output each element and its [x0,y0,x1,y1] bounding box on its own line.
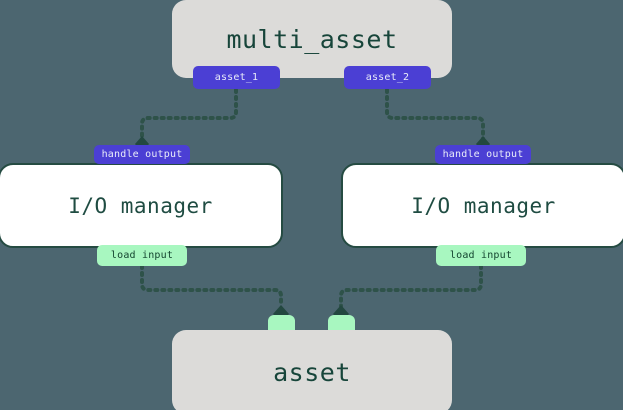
port-asset-2-label: asset_2 [365,72,410,83]
node-asset-label: asset [273,357,351,387]
port-handle-output-left-label: handle output [101,149,183,160]
node-io-manager-right-label: I/O manager [411,193,556,218]
edge-load-input-left-to-asset [140,264,283,308]
node-asset[interactable]: asset [172,330,452,410]
port-handle-output-right[interactable]: handle output [435,145,531,164]
node-io-manager-left[interactable]: I/O manager [0,163,283,248]
port-asset-1[interactable]: asset_1 [193,66,280,89]
edge-asset1-to-handle-output-left [140,88,238,142]
port-load-input-left[interactable]: load input [97,245,187,266]
port-handle-output-left[interactable]: handle output [94,145,190,164]
edge-load-input-right-to-asset [339,264,483,308]
port-load-input-left-label: load input [110,250,174,261]
node-io-manager-left-label: I/O manager [68,193,213,218]
edge-asset2-to-handle-output-right [385,88,485,142]
node-io-manager-right[interactable]: I/O manager [341,163,623,248]
port-load-input-right[interactable]: load input [436,245,526,266]
node-multi-asset[interactable]: multi_asset [172,0,452,78]
port-load-input-right-label: load input [449,250,513,261]
node-multi-asset-label: multi_asset [226,24,398,54]
port-handle-output-right-label: handle output [442,149,524,160]
port-asset-2[interactable]: asset_2 [344,66,431,89]
port-asset-1-label: asset_1 [214,72,259,83]
